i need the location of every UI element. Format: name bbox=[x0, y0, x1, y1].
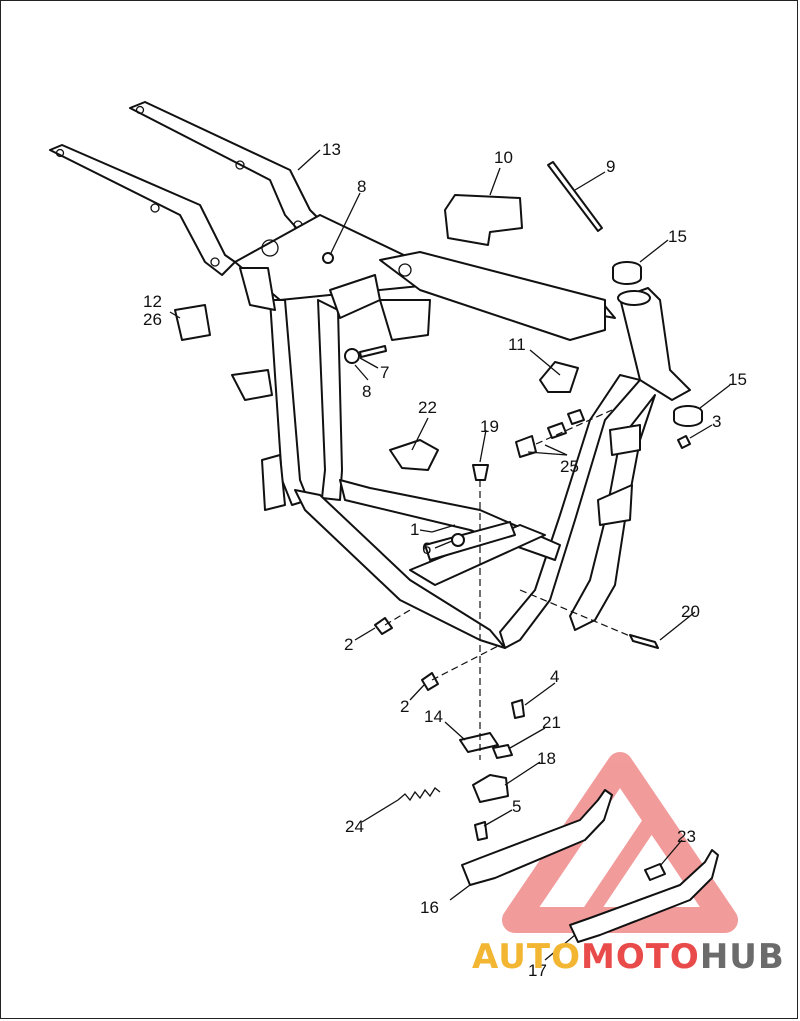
callout-8-upper: 8 bbox=[357, 177, 366, 196]
callout-1: 1 bbox=[410, 520, 419, 539]
bolt-23 bbox=[644, 863, 666, 881]
plug-2-upper bbox=[374, 617, 393, 635]
bracket-25 bbox=[515, 409, 585, 458]
watermark-part-auto: AUTO bbox=[472, 937, 581, 977]
callout-25: 25 bbox=[560, 457, 579, 476]
nut-and-bolt bbox=[322, 252, 387, 364]
callout-12: 12 bbox=[143, 292, 162, 311]
leader-lines bbox=[169, 149, 731, 961]
watermark-part-hub: HUB bbox=[700, 937, 785, 977]
bolt-5 bbox=[474, 821, 488, 841]
assembly-line-plug-2 bbox=[384, 609, 411, 626]
callout-5: 5 bbox=[512, 797, 521, 816]
assembly-line-plug-2b bbox=[431, 644, 501, 681]
swingarm-rails bbox=[49, 101, 319, 276]
callout-22: 22 bbox=[418, 398, 437, 417]
callout-19: 19 bbox=[480, 417, 499, 436]
callout-11: 11 bbox=[508, 335, 526, 354]
bracket-18 bbox=[472, 774, 509, 803]
clip-22 bbox=[389, 439, 439, 471]
jiffy-stand-16 bbox=[461, 789, 613, 886]
callout-14: 14 bbox=[424, 707, 443, 726]
callout-2-lower: 2 bbox=[400, 697, 409, 716]
callout-15-lower: 15 bbox=[728, 370, 747, 389]
main-frame bbox=[231, 214, 691, 649]
spring-24 bbox=[397, 787, 441, 802]
bolt-4 bbox=[511, 699, 525, 719]
callout-24: 24 bbox=[345, 817, 364, 836]
callout-13: 13 bbox=[322, 140, 341, 159]
bearing-cup-upper bbox=[612, 261, 642, 285]
washer-6 bbox=[451, 533, 465, 547]
cable-strap bbox=[547, 161, 603, 232]
callout-2-upper: 2 bbox=[344, 635, 353, 654]
assembly-line-bolt-20 bbox=[519, 589, 631, 637]
callout-3: 3 bbox=[712, 412, 721, 431]
nut-21 bbox=[492, 744, 513, 759]
callout-labels: 13 8 10 9 15 12 26 11 7 8 15 3 22 19 25 … bbox=[143, 140, 747, 980]
plug-2-lower bbox=[421, 672, 439, 691]
plug-19 bbox=[472, 464, 489, 481]
callout-10: 10 bbox=[494, 148, 513, 167]
watermark-text: AUTOMOTOHUB bbox=[472, 937, 785, 977]
electrical-cover bbox=[444, 194, 523, 246]
bolt-20 bbox=[629, 634, 659, 649]
grommet bbox=[539, 361, 579, 393]
callout-16: 16 bbox=[420, 898, 439, 917]
assembly-line-25 bbox=[535, 409, 613, 445]
vin-label bbox=[174, 304, 211, 341]
callout-6: 6 bbox=[422, 539, 431, 558]
plate-14 bbox=[459, 732, 499, 753]
callout-21: 21 bbox=[542, 713, 561, 732]
screw-3 bbox=[677, 435, 691, 449]
callout-23: 23 bbox=[677, 827, 696, 846]
callout-15-upper: 15 bbox=[668, 227, 687, 246]
callout-17: 17 bbox=[528, 961, 547, 980]
callout-18: 18 bbox=[537, 749, 556, 768]
callout-9: 9 bbox=[606, 157, 615, 176]
callout-4: 4 bbox=[550, 667, 559, 686]
callout-7: 7 bbox=[380, 363, 389, 382]
callout-26: 26 bbox=[143, 310, 162, 329]
callout-8-lower: 8 bbox=[362, 382, 371, 401]
watermark-part-moto: MOTO bbox=[581, 937, 700, 977]
callout-20: 20 bbox=[681, 602, 700, 621]
pin-1 bbox=[431, 524, 456, 533]
bearing-cup-lower bbox=[673, 405, 703, 427]
jiffy-stand-17 bbox=[569, 849, 719, 943]
